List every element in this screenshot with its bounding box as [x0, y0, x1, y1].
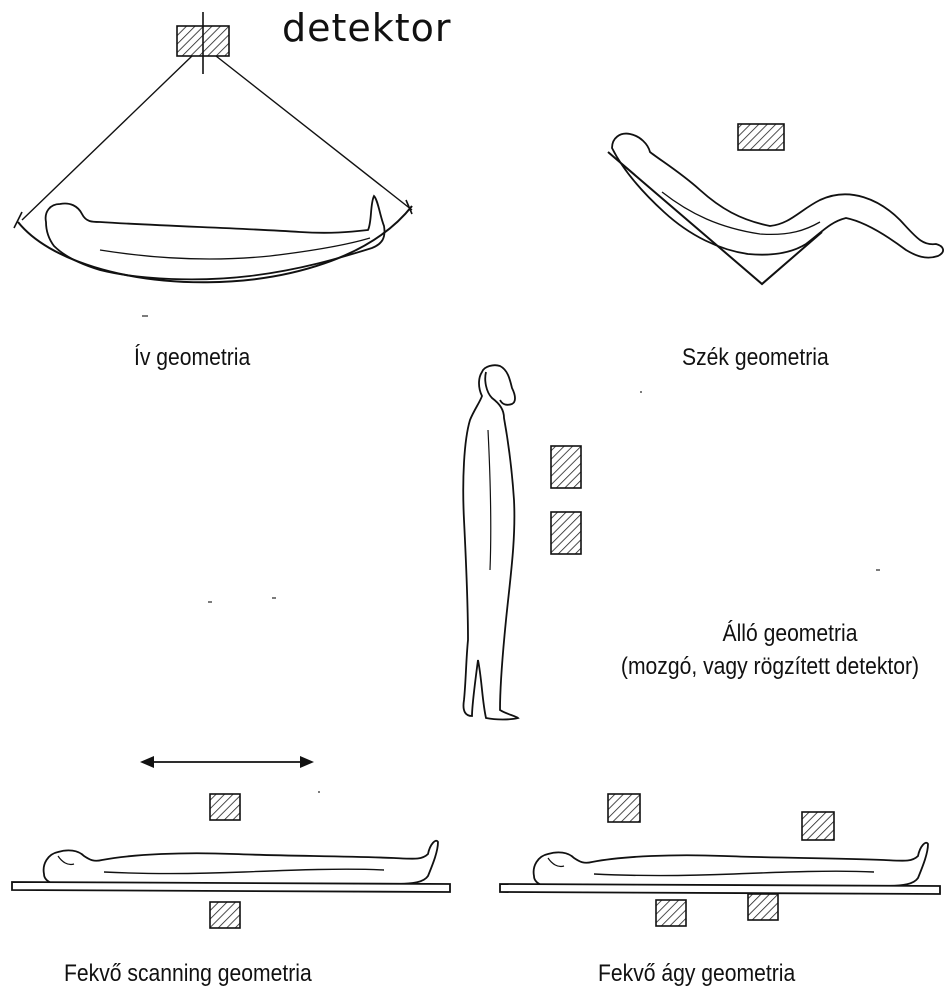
scanning-table: [12, 882, 450, 892]
standing-detector-lower: [551, 512, 581, 554]
scan-direction-arrow: [140, 756, 314, 768]
lying-bed-figure: [500, 794, 940, 926]
scanning-detector-upper: [210, 794, 240, 820]
bed-detector-lower-right: [748, 894, 778, 920]
arc-geometry-figure: [14, 12, 412, 282]
standing-patient: [463, 365, 518, 719]
standing-detector-upper: [551, 446, 581, 488]
lying-scanning-figure: [12, 756, 450, 928]
chair-patient: [612, 134, 943, 258]
chair-geometry-figure: [608, 124, 943, 284]
scanning-detector-lower: [210, 902, 240, 928]
standing-geometry-figure: [463, 365, 581, 719]
bed-table: [500, 884, 940, 894]
bed-detector-lower-left: [656, 900, 686, 926]
bed-detector-upper-left: [608, 794, 640, 822]
bed-detector-upper-right: [802, 812, 834, 840]
chair-detector: [738, 124, 784, 150]
